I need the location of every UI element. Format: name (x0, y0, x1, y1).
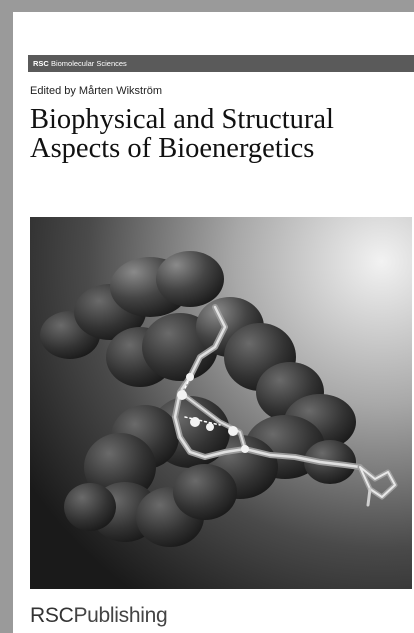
editor-credit: Edited by Mårten Wikström (30, 85, 163, 97)
publisher-brand: RSC (30, 604, 74, 627)
title-line-2: Aspects of Bioenergetics (30, 133, 315, 164)
series-brand: RSC (33, 59, 49, 68)
publisher-name: Publishing (73, 604, 168, 627)
title-line-1: Biophysical and Structural (30, 104, 334, 135)
molecular-structure-image (30, 217, 412, 589)
book-title: Biophysical and Structural Aspects of Bi… (30, 105, 410, 163)
publisher-logo: RSCPublishing (30, 604, 168, 628)
series-bar: RSC Biomolecular Sciences (28, 55, 414, 72)
book-cover: RSC Biomolecular Sciences Edited by Mårt… (13, 12, 414, 633)
series-label: RSC Biomolecular Sciences (28, 59, 127, 68)
molecular-surface (40, 251, 356, 547)
stick-model (172, 304, 398, 507)
series-name: Biomolecular Sciences (50, 59, 127, 68)
